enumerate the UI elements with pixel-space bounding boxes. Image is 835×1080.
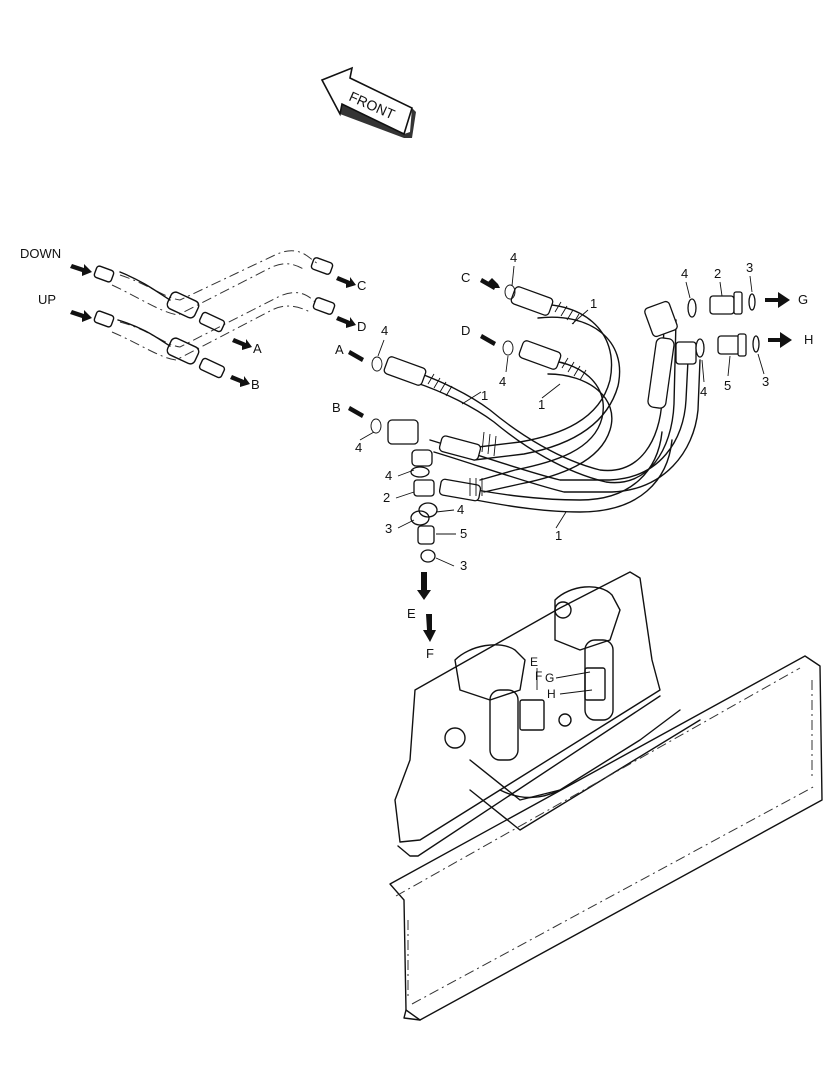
hose-fittings <box>383 286 697 502</box>
callout-h: H <box>804 332 813 347</box>
callout-b: B <box>332 400 341 415</box>
cyl-port-f: F <box>535 669 542 683</box>
callout-2: 2 <box>383 490 390 505</box>
cyl-port-leaders <box>536 668 593 695</box>
adaptor-stack <box>410 449 438 563</box>
callout-3: 3 <box>385 521 392 536</box>
cyl-port-g: G <box>545 671 554 685</box>
hydraulic-hoses <box>409 303 701 513</box>
callout-a: A <box>335 342 344 357</box>
port-c-label: C <box>357 278 366 293</box>
callout-4: 4 <box>499 374 506 389</box>
valve-port-arrows <box>70 264 356 387</box>
callout-4: 4 <box>700 384 707 399</box>
cyl-port-h: H <box>547 687 556 701</box>
up-label: UP <box>38 292 56 307</box>
port-d-label: D <box>357 319 366 334</box>
o-rings <box>370 284 516 434</box>
callout-4: 4 <box>457 502 464 517</box>
callout-5: 5 <box>460 526 467 541</box>
control-valve-lines <box>93 250 336 379</box>
port-a-label: A <box>253 341 262 356</box>
dozer-blade <box>389 655 823 1021</box>
callout-1: 1 <box>555 528 562 543</box>
callout-2: 2 <box>714 266 721 281</box>
callout-f: F <box>426 646 434 661</box>
dozer-frame <box>394 571 701 857</box>
front-direction-arrow: FRONT <box>320 66 416 138</box>
callout-d: D <box>461 323 470 338</box>
down-arrows-ef <box>417 572 436 642</box>
callout-e: E <box>407 606 416 621</box>
crimp-rings <box>427 301 587 496</box>
callout-4: 4 <box>355 440 362 455</box>
port-b-label: B <box>251 377 260 392</box>
callout-4: 4 <box>681 266 688 281</box>
leader-lines <box>359 265 765 567</box>
down-label: DOWN <box>20 246 61 261</box>
callout-4: 4 <box>510 250 517 265</box>
callout-4: 4 <box>381 323 388 338</box>
right-fittings <box>687 291 760 358</box>
callout-1: 1 <box>481 388 488 403</box>
cyl-port-e: E <box>530 655 538 669</box>
callout-3: 3 <box>746 260 753 275</box>
callout-3: 3 <box>460 558 467 573</box>
callout-3: 3 <box>762 374 769 389</box>
callout-4: 4 <box>385 468 392 483</box>
callout-1: 1 <box>538 397 545 412</box>
callout-1: 1 <box>590 296 597 311</box>
callout-c: C <box>461 270 470 285</box>
callout-g: G <box>798 292 808 307</box>
callout-5: 5 <box>724 378 731 393</box>
right-arrows <box>348 278 792 418</box>
